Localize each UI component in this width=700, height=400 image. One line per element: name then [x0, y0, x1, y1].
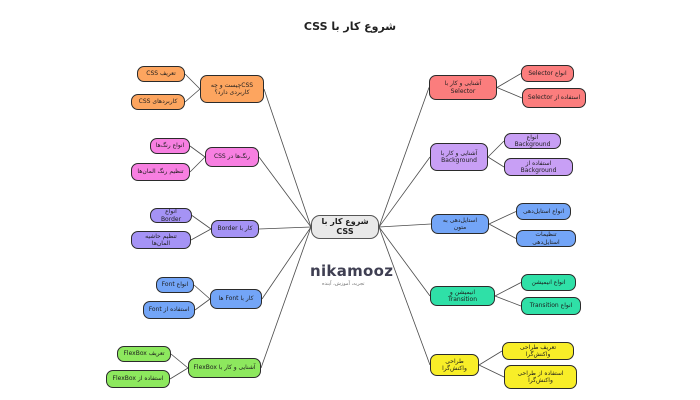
sub-node-selector-1: استفاده از Selector: [522, 88, 586, 108]
branch-node-animation: انیمیشن و Transition: [430, 286, 495, 306]
sub-node-css-what-1: کاربردهای CSS: [131, 94, 185, 110]
sub-node-colors-0: انواع رنگ‌ها: [150, 138, 190, 154]
sub-node-flexbox-1: استفاده از FlexBox: [106, 370, 170, 388]
connector-colors-1: [189, 156, 206, 173]
sub-node-text-style-0: انواع استایل‌دهی: [516, 203, 571, 220]
connector-animation: [378, 226, 431, 297]
connector-colors: [258, 156, 312, 228]
connector-selector-1: [496, 87, 523, 99]
sub-node-font-0: انواع Font: [156, 277, 194, 293]
connector-font-1: [194, 298, 211, 311]
sub-node-text-style-1: تنظیمات استایل‌دهی: [516, 230, 576, 247]
sub-node-selector-0: انواع Selector: [521, 65, 574, 82]
sub-node-responsive-0: تعریف طراحی واکنش‌گرا: [502, 342, 574, 360]
logo-tagline: تجربه، آموزش، آینده: [322, 281, 365, 287]
connector-animation-0: [494, 282, 522, 297]
connector-css-what-1: [184, 88, 201, 103]
sub-node-background-0: انواع Background: [504, 133, 561, 149]
connector-responsive: [378, 226, 431, 366]
connector-flexbox-1: [169, 367, 189, 380]
connector-font-0: [193, 284, 211, 300]
page-title: شروع کار با CSS: [303, 20, 397, 33]
connector-background-0: [487, 140, 505, 158]
sub-node-border-1: تنظیم حاشیه المان‌ها: [131, 231, 191, 249]
sub-node-animation-0: انواع انیمیشن: [521, 274, 576, 291]
branch-node-flexbox: آشنایی و کار با FlexBox: [188, 358, 261, 378]
sub-node-border-0: انواع Border: [150, 208, 192, 223]
connector-text-style: [378, 223, 432, 228]
connector-font: [261, 226, 312, 300]
connector-background-1: [487, 156, 505, 168]
connector-text-style-0: [488, 211, 517, 225]
sub-node-animation-1: انواع Transition: [521, 297, 581, 315]
branch-node-colors: رنگ‌ها در CSS: [205, 147, 259, 167]
sub-node-responsive-1: استفاده از طراحی واکنش‌گرا: [504, 365, 577, 389]
connector-text-style-1: [488, 223, 517, 239]
branch-node-selector: آشنایی و کار با Selector: [429, 75, 497, 100]
central-topic: شروع کار با CSS: [311, 215, 379, 239]
connector-flexbox: [260, 226, 312, 369]
connector-animation-1: [494, 295, 522, 307]
connector-css-what: [263, 88, 312, 228]
sub-node-flexbox-0: تعریف FlexBox: [117, 346, 171, 362]
connector-border-0: [191, 215, 212, 230]
branch-node-responsive: طراحی واکنش‌گرا: [430, 354, 479, 376]
logo-wordmark: nikamooz: [310, 262, 394, 280]
sub-node-background-1: استفاده از Background: [504, 158, 573, 176]
sub-node-colors-1: تنظیم رنگ المان‌ها: [131, 163, 190, 181]
connector-background: [378, 156, 431, 228]
sub-node-css-what-0: تعریف CSS: [137, 66, 185, 82]
connector-css-what-0: [184, 73, 201, 90]
branch-node-css-what: CSSچیست و چه کاربردی دارد؟: [200, 75, 264, 103]
connector-selector: [378, 87, 430, 228]
branch-node-text-style: استایل‌دهی به متون: [431, 214, 489, 234]
connector-responsive-1: [478, 364, 505, 378]
connector-flexbox-0: [170, 353, 189, 369]
connector-border-1: [190, 228, 212, 241]
sub-node-font-1: استفاده از Font: [143, 301, 195, 319]
connector-selector-0: [496, 73, 522, 88]
connector-border: [258, 226, 312, 230]
branch-node-border: کار با Border: [211, 220, 259, 238]
connector-colors-0: [189, 145, 206, 158]
nikamooz-logo: nikamooz تجربه، آموزش، آینده: [310, 262, 402, 292]
branch-node-background: آشنایی و کار با Background: [430, 143, 488, 171]
branch-node-font: کار با Font ها: [210, 289, 262, 309]
connector-responsive-0: [478, 350, 503, 366]
